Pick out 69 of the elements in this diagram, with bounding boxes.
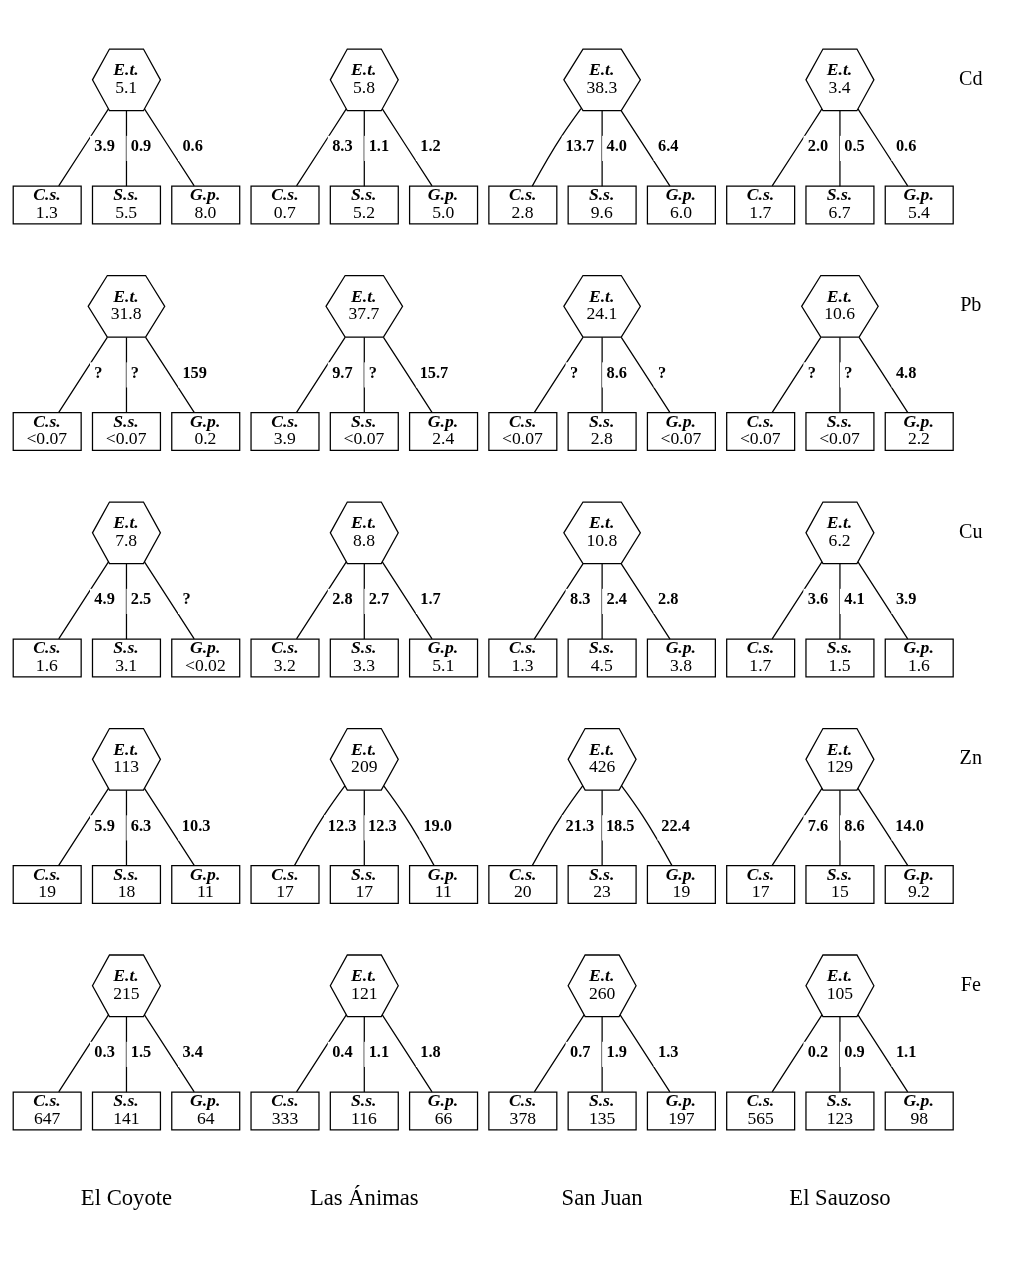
edge-label: 12.3	[368, 815, 397, 835]
edge-label: 22.4	[661, 815, 690, 835]
edge-label: 7.6	[807, 815, 829, 835]
edge-label: 8.6	[606, 362, 627, 382]
edge-label: 2.4	[606, 589, 627, 609]
edge-label: 3.9	[94, 136, 115, 156]
label: Las Ánimas	[309, 1185, 419, 1211]
edge-label: 1.1	[368, 1042, 390, 1062]
edge-label: 1.9	[606, 1042, 627, 1062]
edge-label: ?	[570, 362, 579, 382]
edge-label: 4.0	[606, 136, 627, 156]
edge-label: 9.7	[332, 362, 353, 382]
edge-label: 3.9	[895, 589, 917, 609]
edge-label: ?	[94, 362, 103, 382]
edge-label: 2.8	[332, 589, 353, 609]
label: El Sauzoso	[789, 1185, 891, 1211]
label: Pb	[960, 293, 982, 316]
edge-label: 8.6	[844, 815, 865, 835]
edge-label: ?	[844, 362, 853, 382]
edge-label: 0.7	[570, 1042, 591, 1062]
edge-label: 0.5	[844, 136, 865, 156]
edge-label: 6.4	[658, 136, 679, 156]
edge-label: 8.3	[332, 136, 353, 156]
edge-label: 2.0	[807, 136, 829, 156]
edge-label: 4.1	[844, 589, 865, 609]
label: San Juan	[561, 1185, 643, 1211]
edge-label: 18.5	[605, 815, 635, 835]
edge-label: 13.7	[565, 136, 595, 156]
edge-label: ?	[658, 362, 667, 382]
edge-label: ?	[807, 362, 817, 382]
edge-label: 4.9	[94, 589, 115, 609]
edge-label: 2.7	[368, 589, 390, 609]
edge-label: 1.5	[130, 1042, 152, 1062]
edge-label: 0.9	[844, 1042, 865, 1062]
edge-label: 1.1	[368, 136, 390, 156]
edge-label: ?	[182, 589, 191, 609]
label: Cu	[959, 519, 983, 542]
edge-label: 1.1	[895, 1042, 917, 1062]
edge-label: 8.3	[570, 589, 591, 609]
edge-label: 0.9	[130, 136, 152, 156]
label: El Coyote	[80, 1185, 173, 1211]
edge-label: 3.4	[182, 1042, 203, 1062]
edge-label: 2.5	[130, 589, 152, 609]
edge-label: 0.2	[807, 1042, 829, 1062]
edge-label: 14.0	[895, 815, 924, 835]
edge-label: 15.7	[419, 362, 449, 382]
edge-label: 0.4	[332, 1042, 353, 1062]
edge-label: 1.3	[658, 1042, 679, 1062]
edge-label: 1.8	[420, 1042, 441, 1062]
edge-label: 19.0	[423, 815, 453, 835]
edge-label: 1.7	[420, 589, 441, 609]
edge-label: 0.6	[182, 136, 203, 156]
label: Cd	[959, 66, 983, 89]
edge-label: 0.3	[94, 1042, 115, 1062]
label: Fe	[960, 972, 981, 995]
edge-label: 6.3	[130, 815, 152, 835]
label: Zn	[959, 746, 982, 769]
edge-label: 1.2	[420, 136, 441, 156]
edge-label: 3.6	[807, 589, 829, 609]
edge-label: ?	[368, 362, 377, 382]
edge-label: 12.3	[327, 815, 357, 835]
edge-label: 0.6	[895, 136, 917, 156]
edge-label: 2.8	[658, 589, 679, 609]
edge-label: 10.3	[181, 815, 211, 835]
edge-label: ?	[130, 362, 140, 382]
edge-label: 159	[182, 362, 207, 382]
edge-label: 21.3	[565, 815, 595, 835]
edge-label: 5.9	[94, 815, 115, 835]
edge-label: 4.8	[895, 362, 917, 382]
